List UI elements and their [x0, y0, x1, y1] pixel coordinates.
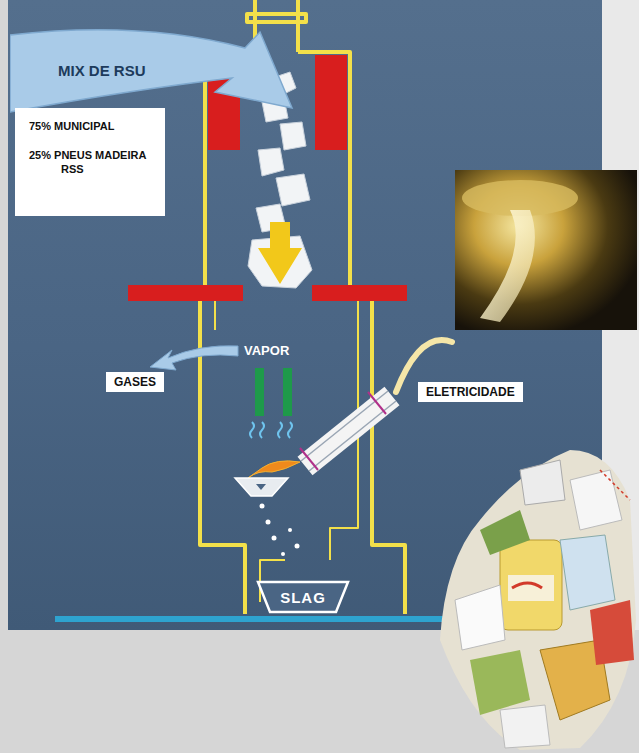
composition-box: 75% MUNICIPAL 25% PNEUS MADEIRA RSS [15, 108, 165, 216]
node-text: 75% MUNICIPAL [29, 120, 155, 132]
electricity-box: ELETRICIDADE [418, 382, 523, 402]
node-text: ELETRICIDADE [426, 385, 515, 399]
vapor-label: VAPOR [244, 343, 289, 358]
gases-arrow [150, 346, 238, 370]
down-arrow [258, 222, 302, 284]
gases-box: GASES [106, 372, 164, 392]
plasma-flame [248, 461, 300, 478]
red-plate [312, 285, 407, 301]
input-arrow: MIX DE RSU [10, 20, 300, 120]
node-text: MIX DE RSU [58, 62, 300, 79]
electrode [283, 368, 292, 416]
node-text: SLAG [280, 589, 326, 606]
crucible-notch [256, 484, 266, 490]
node-subtext: 25% PNEUS MADEIRA RSS [29, 148, 153, 177]
curved-arrow [10, 20, 300, 120]
heat-waves [250, 422, 292, 438]
node-text: GASES [114, 375, 156, 389]
slag-photo [455, 170, 637, 330]
red-block [315, 55, 347, 150]
red-plate [128, 285, 243, 301]
slag-droplets [260, 504, 300, 557]
waste-pile [440, 450, 636, 750]
electrode [255, 368, 264, 416]
crucible [235, 478, 288, 496]
slag-tray: SLAG [256, 580, 350, 614]
plasma-torch [300, 391, 396, 471]
